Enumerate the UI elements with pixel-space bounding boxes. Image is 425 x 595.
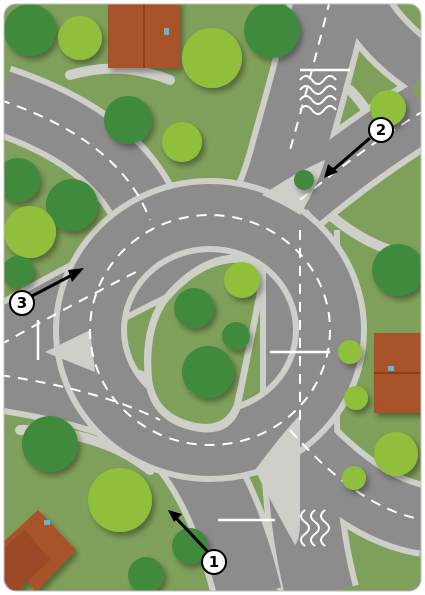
house-right [374,333,425,413]
callout-2-label: 2 [376,121,386,139]
house-top [108,0,180,68]
callout-1-label: 1 [209,553,219,571]
callout-3-label: 3 [17,294,27,312]
